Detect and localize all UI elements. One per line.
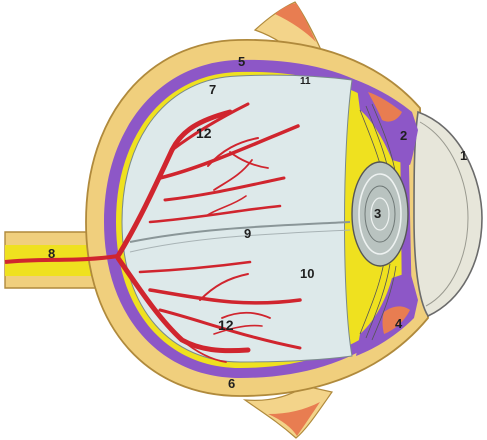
label-retina: 7 xyxy=(209,82,216,97)
label-lens: 3 xyxy=(374,206,381,221)
label-cornea: 1 xyxy=(460,148,467,163)
label-iris-upper: 2 xyxy=(400,128,407,143)
label-iris-lower: 4 xyxy=(395,316,403,331)
label-optic-nerve: 8 xyxy=(48,246,55,261)
label-sclera: 5 xyxy=(238,54,245,69)
label-vitreous: 10 xyxy=(300,266,314,281)
label-choroid: 6 xyxy=(228,376,235,391)
label-ciliary-upper: 11 xyxy=(300,76,311,87)
label-vessels-upper: 12 xyxy=(196,125,212,141)
label-vessels-lower: 12 xyxy=(218,317,234,333)
vitreous-body xyxy=(122,75,352,362)
label-central-line: 9 xyxy=(244,226,251,241)
